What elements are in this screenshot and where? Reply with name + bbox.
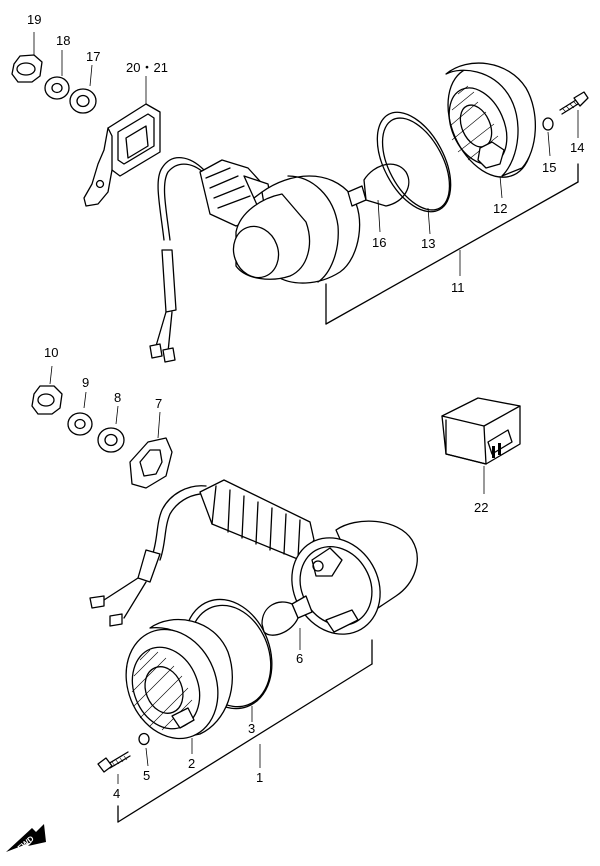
- callout-4: 4: [113, 786, 120, 801]
- callout-19: 19: [27, 12, 41, 27]
- fwd-direction-badge: FWD: [6, 824, 46, 853]
- part-9-lock-washer: [67, 391, 93, 436]
- top-signal-housing: [232, 175, 361, 284]
- callout-5: 5: [143, 768, 150, 783]
- callout-22: 22: [474, 500, 488, 515]
- callout-labels: 19 18 17 20・21 16 13 12 15 14 11 10 9 8 …: [27, 12, 584, 801]
- callout-18: 18: [56, 33, 70, 48]
- bottom-signal-housing: [291, 520, 418, 635]
- assembly-11-bracket: [325, 163, 579, 325]
- part-8-washer: [97, 405, 125, 453]
- callout-3: 3: [248, 721, 255, 736]
- callout-13: 13: [421, 236, 435, 251]
- part-13-gasket: [376, 111, 452, 235]
- part-16-bulb: [347, 163, 410, 233]
- callout-7: 7: [155, 396, 162, 411]
- part-14-screw: [559, 91, 589, 138]
- part-20-21-bracket: [83, 76, 161, 207]
- part-10-nut: [31, 365, 63, 415]
- callout-11: 11: [451, 280, 465, 295]
- part-12-lens: [445, 62, 536, 199]
- callout-15: 15: [542, 160, 556, 175]
- callout-17: 17: [86, 49, 100, 64]
- callout-10: 10: [44, 345, 58, 360]
- callout-20-21: 20・21: [126, 60, 168, 75]
- callout-14: 14: [570, 140, 584, 155]
- callout-8: 8: [114, 390, 121, 405]
- assembly-1-bracket: [117, 639, 373, 823]
- part-15-washer: [542, 117, 554, 157]
- part-2-lens: [125, 618, 233, 754]
- part-4-screw: [97, 751, 131, 784]
- callout-1: 1: [256, 770, 263, 785]
- part-5-washer: [138, 732, 150, 767]
- callout-12: 12: [493, 201, 507, 216]
- part-17-washer: [69, 64, 97, 114]
- top-wire-harness: [149, 157, 208, 363]
- callout-9: 9: [82, 375, 89, 390]
- bottom-wire-harness: [89, 485, 211, 627]
- callout-16: 16: [372, 235, 386, 250]
- part-18-lock-washer: [44, 50, 70, 100]
- part-19-nut: [11, 32, 43, 83]
- part-6-bulb: [261, 595, 313, 650]
- part-22-relay: [441, 397, 521, 494]
- bottom-stem: [199, 479, 315, 561]
- part-7-gasket: [129, 411, 173, 489]
- callout-2: 2: [188, 756, 195, 771]
- callout-6: 6: [296, 651, 303, 666]
